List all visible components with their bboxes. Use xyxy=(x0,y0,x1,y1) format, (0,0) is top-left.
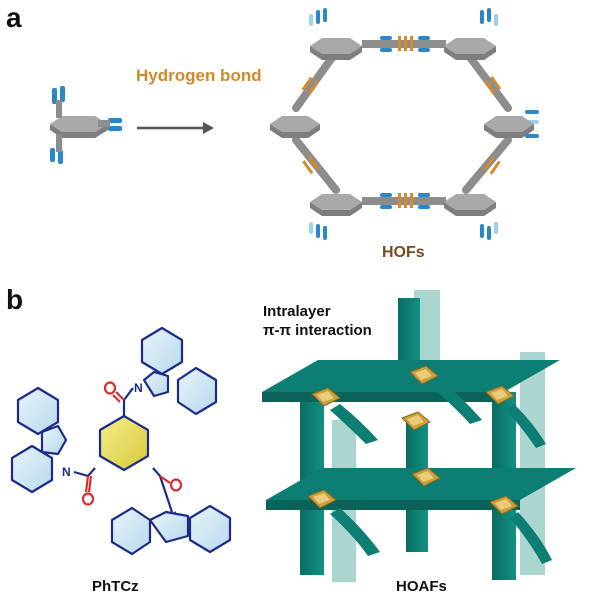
hof-node-bottom-right xyxy=(444,194,496,216)
intralayer-label-line2: π-π interaction xyxy=(263,322,372,339)
hofs-label: HOFs xyxy=(382,244,425,261)
panel-a xyxy=(50,8,539,240)
hydrogen-bond-label: Hydrogen bond xyxy=(136,66,262,85)
hoaf-framework xyxy=(262,290,576,582)
hof-node-left xyxy=(270,116,320,138)
pillar-top-center xyxy=(398,298,420,372)
intralayer-label: Intralayer π-π interaction xyxy=(263,302,372,340)
panel-label-b: b xyxy=(6,284,24,315)
svg-text:N: N xyxy=(62,465,71,479)
hof-network xyxy=(270,8,539,240)
reaction-arrow xyxy=(137,122,214,134)
panel-label-a: a xyxy=(6,2,22,33)
hof-node-top-left xyxy=(310,38,362,60)
monomer-node xyxy=(50,86,122,164)
hof-node-top-right xyxy=(444,38,496,60)
svg-text:N: N xyxy=(134,381,143,395)
phtcz-label: PhTCz xyxy=(92,578,139,595)
hoafs-label: HOAFs xyxy=(396,578,447,595)
hof-node-right xyxy=(484,116,534,138)
hof-node-bottom-left xyxy=(310,194,362,216)
phtcz-molecule: N N N xyxy=(10,326,232,556)
intralayer-label-line1: Intralayer xyxy=(263,303,331,320)
